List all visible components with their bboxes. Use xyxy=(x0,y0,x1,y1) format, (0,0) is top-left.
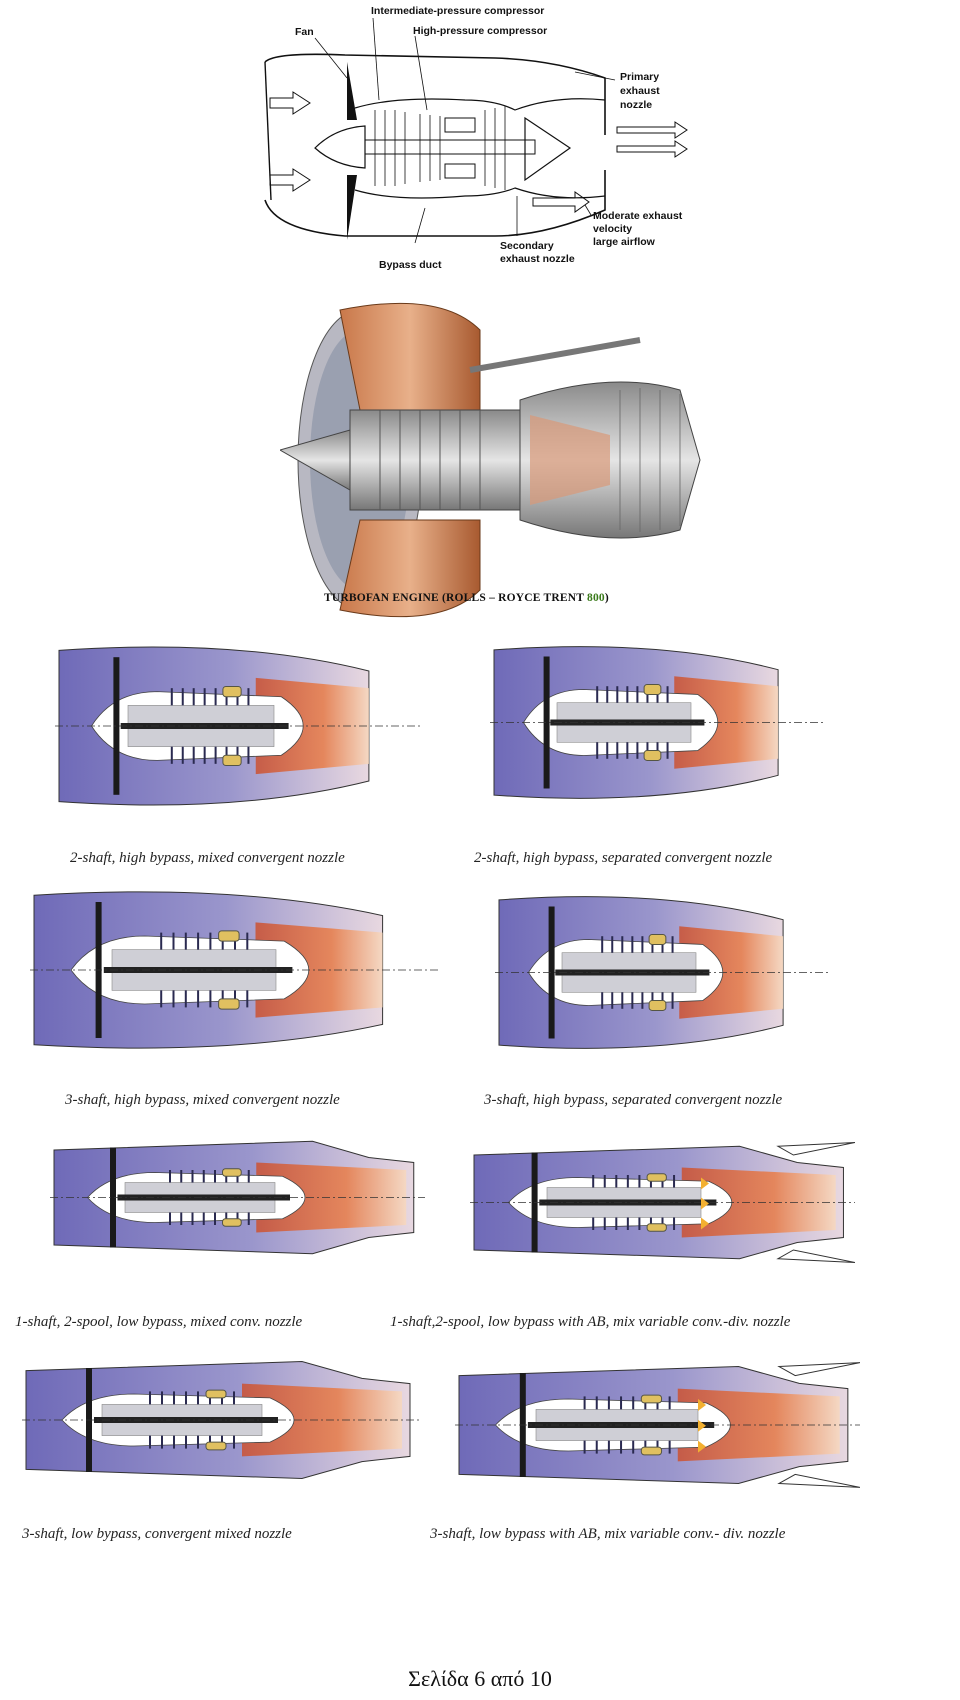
engine-variant-diagram-1 xyxy=(55,646,420,806)
engine-variant-diagram-4 xyxy=(495,896,830,1049)
engine-variant-caption-7: 3-shaft, low bypass, convergent mixed no… xyxy=(22,1526,292,1542)
label-moderate-3: large airflow xyxy=(593,236,656,248)
photo-caption-number: 800 xyxy=(587,592,605,604)
turbofan-schematic: Intermediate-pressure compressor Fan Hig… xyxy=(264,5,688,271)
trent-800-cutaway-illustration xyxy=(280,302,701,618)
engine-variant-caption-3: 3-shaft, high bypass, mixed convergent n… xyxy=(65,1092,340,1108)
label-primary-1: Primary xyxy=(620,71,659,83)
label-high-pressure-compressor: High-pressure compressor xyxy=(413,25,547,37)
engine-variant-caption-6: 1-shaft,2-spool, low bypass with AB, mix… xyxy=(390,1314,791,1330)
photo-caption-main: TURBOFAN ENGINE (ROLLS – ROYCE TRENT xyxy=(324,592,587,604)
engine-variant-caption-5: 1-shaft, 2-spool, low bypass, mixed conv… xyxy=(15,1314,303,1330)
engine-variant-caption-2: 2-shaft, high bypass, separated converge… xyxy=(474,850,773,866)
engine-variant-caption-8: 3-shaft, low bypass with AB, mix variabl… xyxy=(430,1526,786,1542)
engine-variant-diagram-2 xyxy=(490,646,825,799)
engine-variant-diagram-5 xyxy=(50,1140,425,1255)
engine-variant-diagram-8 xyxy=(455,1362,860,1488)
engine-variant-diagram-6 xyxy=(470,1142,855,1263)
photo-caption: TURBOFAN ENGINE (ROLLS – ROYCE TRENT 800… xyxy=(324,592,609,604)
label-moderate-2: velocity xyxy=(593,223,632,235)
engine-variant-caption-1: 2-shaft, high bypass, mixed convergent n… xyxy=(70,850,345,866)
engine-variant-caption-4: 3-shaft, high bypass, separated converge… xyxy=(484,1092,783,1108)
page-number-footer: Σελίδα 6 από 10 xyxy=(408,1666,552,1691)
photo-caption-end: ) xyxy=(604,592,609,604)
label-secondary-1: Secondary xyxy=(500,240,554,252)
label-primary-3: nozzle xyxy=(620,99,652,111)
engine-variant-diagram-7 xyxy=(22,1360,422,1480)
label-bypass-duct: Bypass duct xyxy=(379,259,442,271)
engine-variant-diagram-3 xyxy=(30,891,440,1049)
label-secondary-2: exhaust nozzle xyxy=(500,253,575,265)
label-primary-2: exhaust xyxy=(620,85,660,97)
label-fan: Fan xyxy=(295,26,314,38)
label-intermediate-pressure-compressor: Intermediate-pressure compressor xyxy=(371,5,544,17)
label-moderate-1: Moderate exhaust xyxy=(593,210,683,222)
